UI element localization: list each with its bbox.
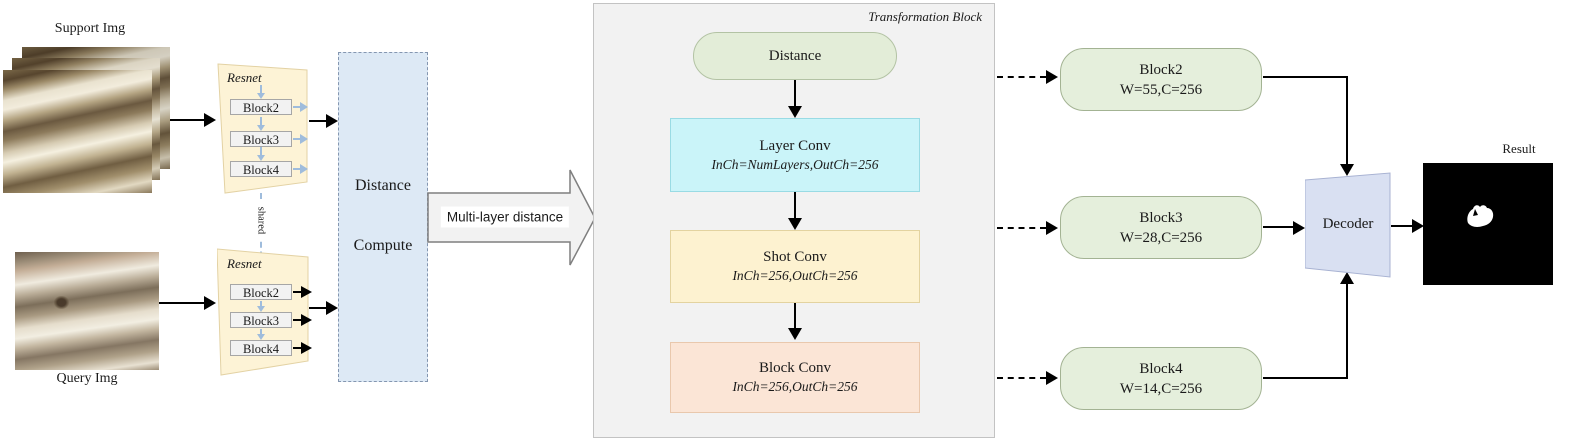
distance-pill: Distance <box>693 32 897 80</box>
resnet-query-dash2 <box>260 301 262 306</box>
arrow-support-to-resnet-line <box>170 119 204 121</box>
resnet-support-dash3-head <box>257 155 265 161</box>
support-img-label: Support Img <box>54 21 126 36</box>
resnet-query-block3-out-line <box>293 319 301 321</box>
block-conv-box: Block Conv InCh=256,OutCh=256 <box>670 342 920 413</box>
result-mask-notch <box>1473 209 1478 216</box>
arrow-pill-to-layerconv-line <box>794 80 796 108</box>
resnet-support-title: Resnet <box>227 70 262 85</box>
output-block3: Block3 W=28,C=256 <box>1060 196 1262 259</box>
transformation-block-title: Transformation Block <box>868 9 982 24</box>
dashed-arrow-block4-head <box>1046 371 1058 385</box>
arrow-layerconv-to-shotconv-line <box>794 192 796 220</box>
result-mask <box>1467 205 1494 227</box>
arrow-shotconv-to-blockconv-line <box>794 303 796 330</box>
arrow-pill-to-layerconv-head <box>788 106 802 118</box>
defect-mark <box>53 295 69 309</box>
multilayer-distance-label: Multi-layer distance <box>440 206 570 228</box>
output-block4: Block4 W=14,C=256 <box>1060 347 1262 410</box>
connector-block4-head <box>1340 272 1354 284</box>
resnet-query-dash3-head <box>257 334 265 340</box>
resnet-support-dash2-head <box>257 125 265 131</box>
shot-conv-params: InCh=256,OutCh=256 <box>732 268 858 283</box>
dashed-arrow-block3-head <box>1046 221 1058 235</box>
connector-block3-hline <box>1263 226 1293 228</box>
arrow-decoder-to-result-line <box>1391 225 1412 227</box>
arrow-shotconv-to-blockconv-head <box>788 328 802 340</box>
resnet-query-block4-out-line <box>293 347 301 349</box>
arrow-query-to-resnet-line <box>159 302 204 304</box>
block-conv-title: Block Conv <box>758 360 832 376</box>
shared-label: shared <box>254 200 268 241</box>
layer-conv-title: Layer Conv <box>759 137 831 154</box>
connector-block3-head <box>1293 221 1305 235</box>
result-image <box>1423 163 1553 285</box>
dashed-arrow-block4-line <box>997 377 1046 379</box>
arrow-query-to-resnet-head <box>204 296 216 310</box>
resnet-query-block3: Block3 <box>230 312 292 328</box>
resnet-support-dash2 <box>260 117 262 125</box>
connector-block2-head <box>1340 164 1354 176</box>
connector-block2-vline <box>1346 76 1348 164</box>
resnet-support-block3: Block3 <box>230 131 292 147</box>
connector-block2-hline <box>1263 76 1348 78</box>
decoder-trapezoid <box>1305 172 1391 278</box>
output-block4-dims: W=14,C=256 <box>1119 380 1203 397</box>
distance-compute-line1: Distance <box>355 177 411 194</box>
decoder-label: Decoder <box>1322 216 1374 232</box>
resnet-query-block2: Block2 <box>230 284 292 300</box>
layer-conv-box: Layer Conv InCh=NumLayers,OutCh=256 <box>670 118 920 192</box>
distance-compute-line2: Compute <box>353 237 413 254</box>
resnet-query-block2-out-line <box>293 291 301 293</box>
dashed-arrow-block2-head <box>1046 70 1058 84</box>
result-label: Result <box>1502 141 1536 156</box>
output-block2-dims: W=55,C=256 <box>1119 81 1203 98</box>
connector-block4-hline <box>1263 377 1348 379</box>
resnet-support-block3-out-head <box>300 134 308 144</box>
output-block2-name: Block2 <box>1139 61 1183 78</box>
arrow-resnet-support-out-line <box>309 120 326 122</box>
resnet-query-title: Resnet <box>227 256 262 271</box>
resnet-support-block2: Block2 <box>230 99 292 115</box>
resnet-query-dash2-head <box>257 306 265 312</box>
query-image <box>15 252 159 370</box>
support-image-front <box>3 70 152 193</box>
output-block2: Block2 W=55,C=256 <box>1060 48 1262 111</box>
resnet-support-dash3 <box>260 147 262 155</box>
arrow-decoder-to-result-head <box>1412 219 1424 233</box>
arrow-resnet-support-out-head <box>326 114 338 128</box>
dashed-arrow-block3-line <box>997 227 1046 229</box>
resnet-support-block4-out-head <box>300 164 308 174</box>
arrow-resnet-query-out-line <box>309 307 326 309</box>
dashed-arrow-block2-line <box>997 76 1046 78</box>
resnet-support-block4-out-line <box>293 168 300 170</box>
resnet-support-block3-out-line <box>293 138 300 140</box>
resnet-query-block3-out-head <box>301 314 312 326</box>
resnet-support-dash1 <box>260 85 262 94</box>
distance-compute-box: Distance Compute <box>338 52 428 382</box>
output-block3-dims: W=28,C=256 <box>1119 229 1203 246</box>
resnet-support-dash1-head <box>257 93 265 99</box>
resnet-support-block2-out-line <box>293 106 300 108</box>
resnet-query-block4: Block4 <box>230 340 292 356</box>
output-block3-name: Block3 <box>1139 209 1183 226</box>
arrow-resnet-query-out-head <box>326 301 338 315</box>
connector-block4-vline <box>1346 284 1348 379</box>
shot-conv-title: Shot Conv <box>763 249 827 265</box>
layer-conv-params: InCh=NumLayers,OutCh=256 <box>711 156 879 172</box>
block-conv-params: InCh=256,OutCh=256 <box>732 379 858 394</box>
resnet-query-block2-out-head <box>301 286 312 298</box>
resnet-support-block4: Block4 <box>230 161 292 177</box>
arrow-layerconv-to-shotconv-head <box>788 218 802 230</box>
resnet-support-block2-out-head <box>300 102 308 112</box>
query-img-label: Query Img <box>56 371 118 386</box>
resnet-query-dash3 <box>260 329 262 334</box>
arrow-support-to-resnet-head <box>204 113 216 127</box>
output-block4-name: Block4 <box>1139 360 1183 377</box>
resnet-query-block4-out-head <box>301 342 312 354</box>
shot-conv-box: Shot Conv InCh=256,OutCh=256 <box>670 230 920 303</box>
